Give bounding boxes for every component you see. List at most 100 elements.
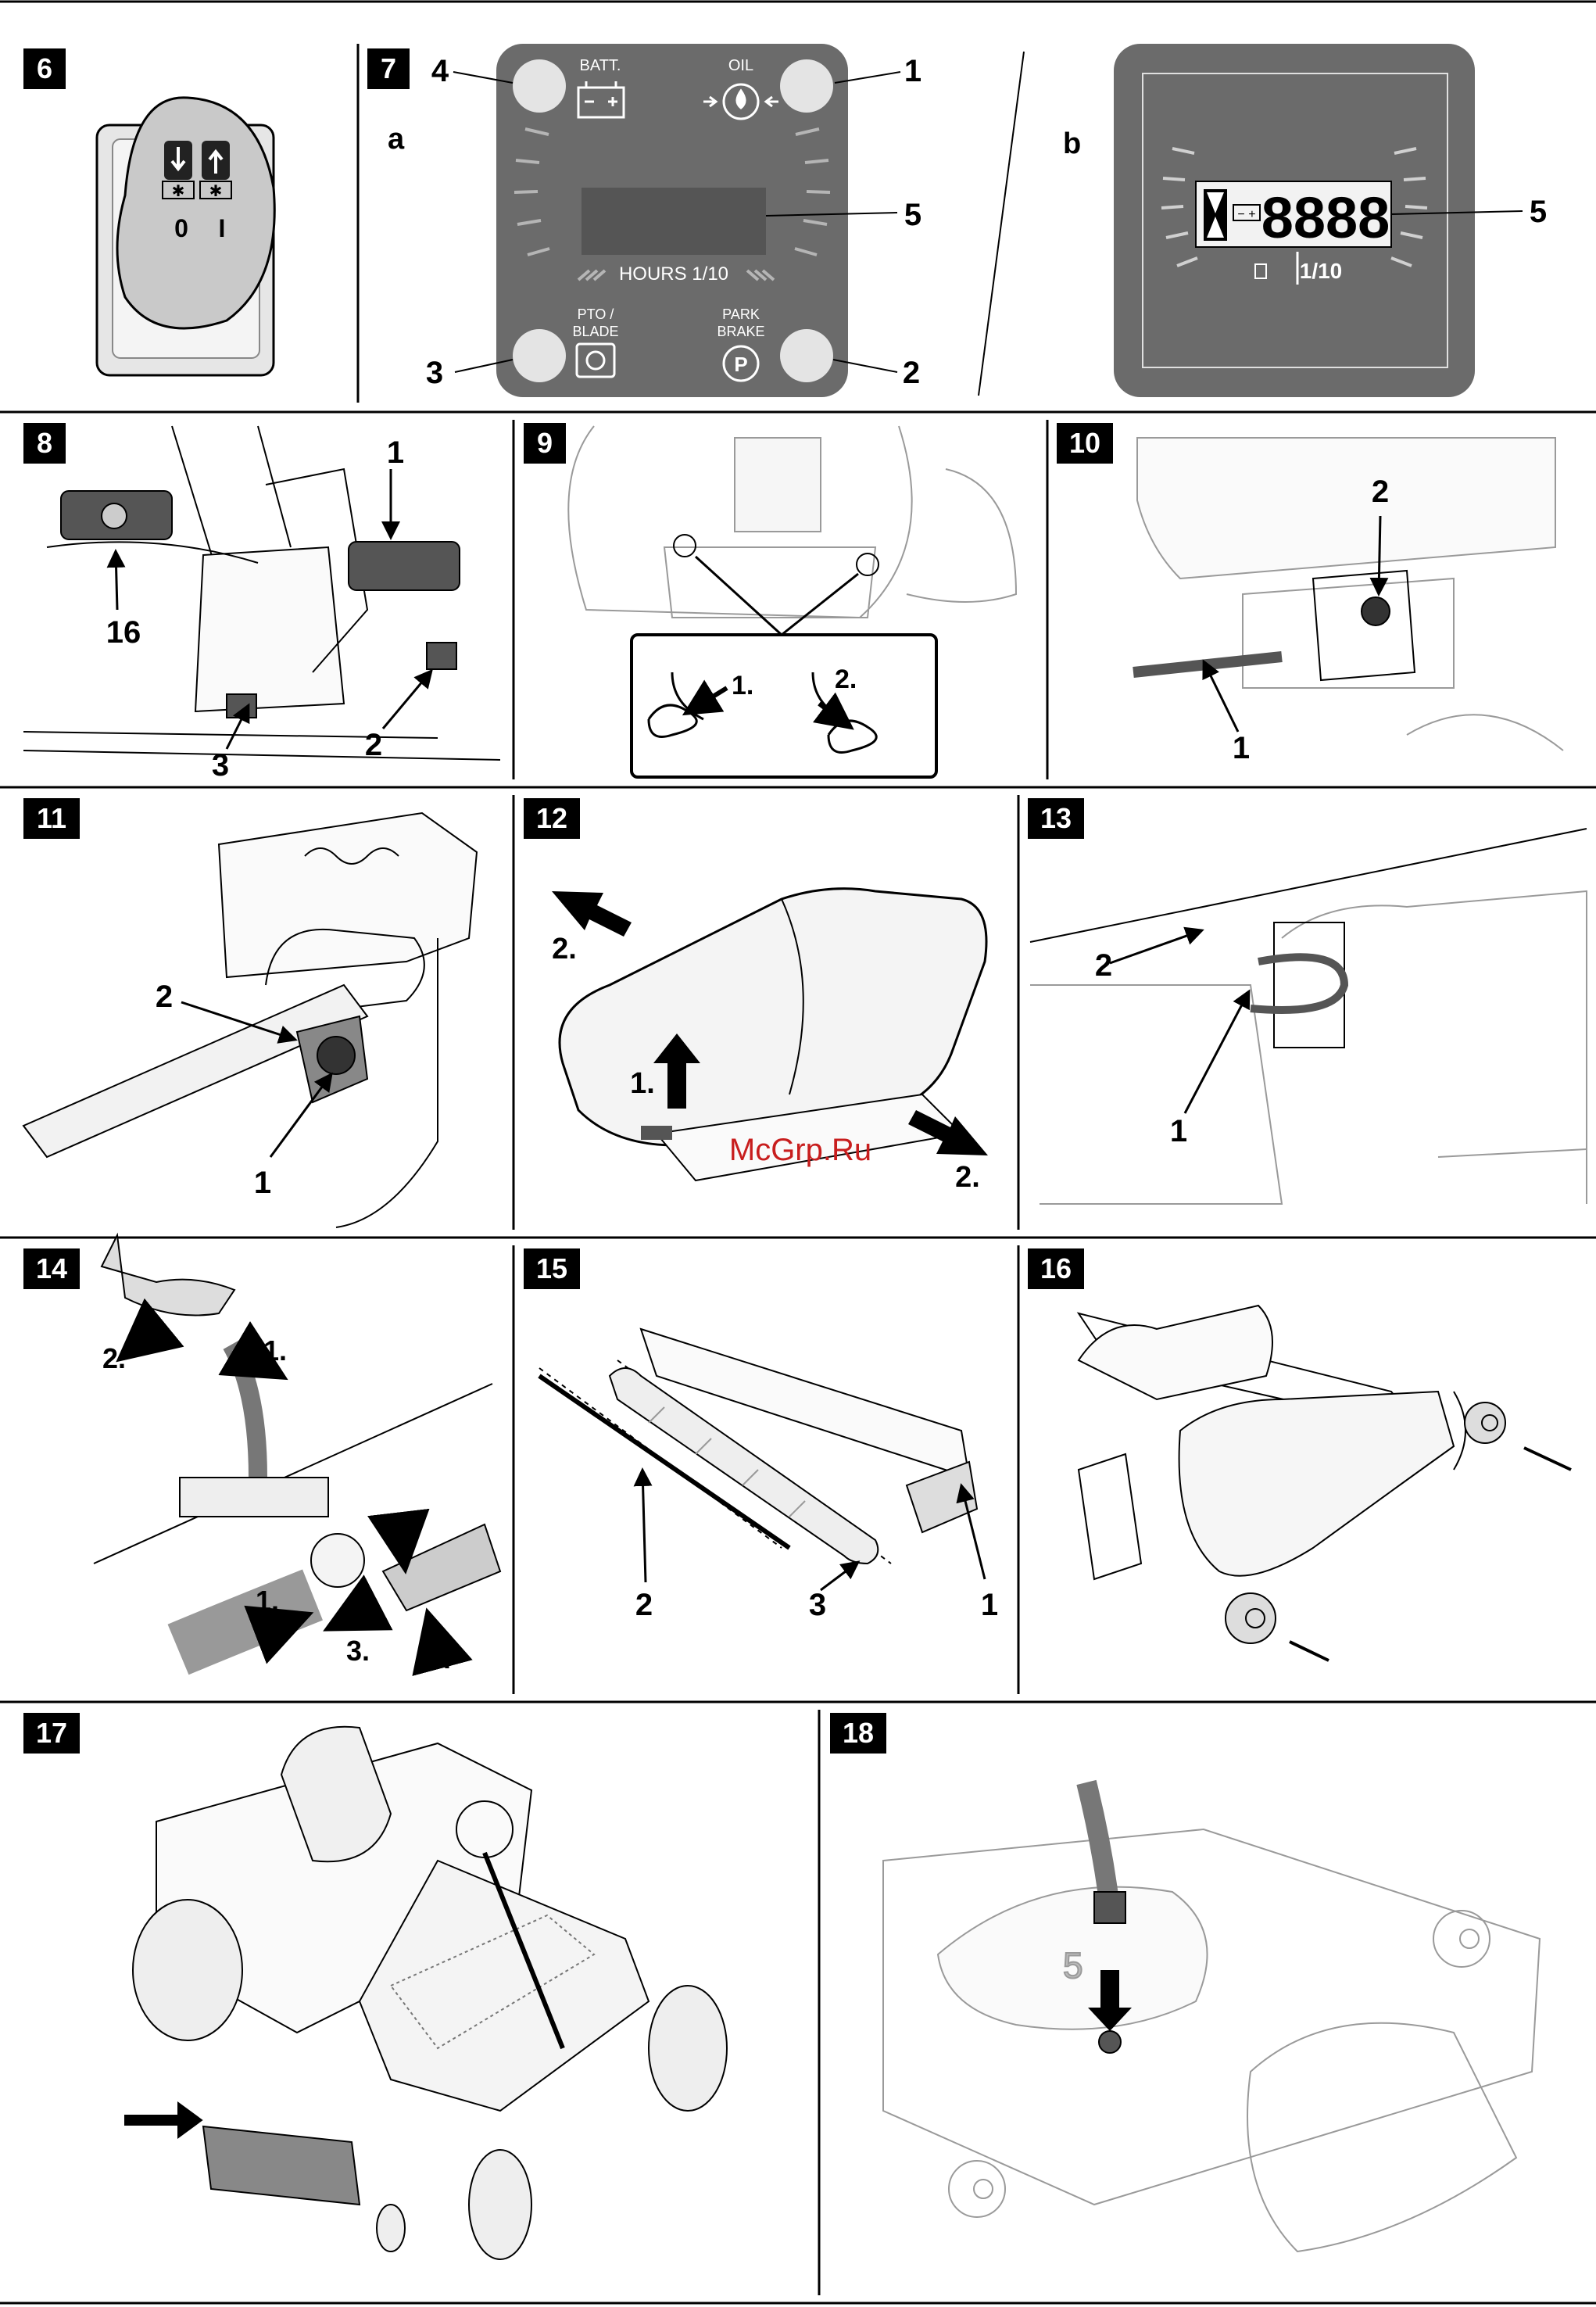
figure-7b-panel: b − + 8888 1/10 5 — [1063, 44, 1547, 397]
svg-text:9: 9 — [537, 427, 553, 459]
svg-text:2: 2 — [365, 728, 382, 762]
oil-label: OIL — [728, 57, 753, 74]
svg-text:6: 6 — [37, 52, 52, 84]
switch-on-label: I — [219, 214, 226, 242]
svg-text:1: 1 — [1233, 731, 1250, 765]
svg-text:✱: ✱ — [172, 183, 185, 200]
figure-7a-panel: a BATT. OIL HOURS 1/10 PTO / BLADE — [388, 44, 921, 397]
figure-10-illustration — [1133, 438, 1563, 750]
svg-text:18: 18 — [843, 1717, 874, 1749]
callout-2: 2 — [903, 356, 920, 390]
svg-text:2.: 2. — [428, 1642, 451, 1675]
svg-text:1.: 1. — [630, 1067, 655, 1100]
svg-text:14: 14 — [36, 1252, 67, 1284]
figure-number-12: 12 — [524, 798, 580, 839]
svg-text:1.: 1. — [256, 1585, 279, 1617]
park-label-line1: PARK — [722, 306, 760, 322]
lcd-digits: 8888 — [1261, 185, 1390, 250]
callout-3: 3 — [426, 356, 443, 390]
figure-7b-label: b — [1063, 127, 1081, 160]
figure-number-13: 13 — [1028, 798, 1084, 839]
svg-text:2.: 2. — [955, 1161, 980, 1194]
switch-off-label: 0 — [174, 214, 188, 242]
hours-label: HOURS 1/10 — [619, 263, 728, 285]
figure-14-illustration: 2. 1. 2. 1. 3. 2. — [94, 1235, 500, 1675]
callout-5b: 5 — [1530, 195, 1547, 229]
figure-16-illustration — [1079, 1306, 1571, 1660]
svg-text:10: 10 — [1069, 427, 1100, 459]
svg-text:16: 16 — [106, 615, 141, 650]
hour-meter-display — [582, 188, 766, 255]
arrow-right-icon — [125, 2103, 202, 2137]
svg-text:1: 1 — [254, 1166, 271, 1200]
pto-label-line2: BLADE — [572, 324, 618, 339]
figure-17-illustration — [125, 1727, 727, 2259]
lcd-tenth-label: 1/10 — [1300, 259, 1343, 283]
pedal-right — [349, 542, 460, 590]
rocker-switch — [117, 98, 274, 328]
figure-number-18: 18 — [830, 1713, 886, 1754]
svg-text:12: 12 — [536, 802, 567, 834]
callout-4: 4 — [431, 54, 449, 88]
svg-text:− +: − + — [1237, 208, 1255, 221]
battery-light — [513, 59, 566, 113]
figure-12-illustration: 2. 1. 2. McGrp.Ru — [552, 889, 988, 1194]
figure-number-15: 15 — [524, 1248, 580, 1289]
arrow-back-icon — [552, 891, 632, 937]
svg-text:2.: 2. — [102, 1342, 126, 1374]
figure-6-illustration: ✱ ✱ 0 I — [97, 98, 274, 375]
figure-11-illustration — [23, 813, 477, 1227]
park-brake-light — [780, 329, 833, 382]
svg-text:11: 11 — [37, 802, 66, 834]
svg-text:3.: 3. — [346, 1635, 370, 1667]
figure-8-illustration — [23, 426, 500, 760]
figure-number-8: 8 — [23, 423, 66, 464]
figure-number-14: 14 — [23, 1248, 80, 1289]
figure-7a-label: a — [388, 123, 405, 156]
svg-text:2: 2 — [156, 980, 173, 1014]
svg-text:15: 15 — [536, 1252, 567, 1284]
deck-mark: 5 — [1063, 1945, 1083, 1986]
svg-text:2: 2 — [1372, 475, 1389, 509]
hourglass-icon — [1204, 189, 1227, 241]
svg-text:2: 2 — [1095, 948, 1112, 983]
svg-text:2.: 2. — [835, 665, 857, 694]
figure-13-illustration — [1030, 829, 1587, 1204]
svg-text:2.: 2. — [552, 933, 577, 965]
figure-18-illustration: 5 — [883, 1782, 1540, 2251]
watermark: McGrp.Ru — [729, 1133, 871, 1167]
callout-5: 5 — [904, 198, 921, 232]
figure-number-16: 16 — [1028, 1248, 1084, 1289]
svg-text:1.: 1. — [263, 1334, 287, 1367]
batt-label: BATT. — [580, 57, 621, 74]
svg-text:1.: 1. — [732, 671, 753, 700]
svg-text:2: 2 — [635, 1588, 653, 1622]
figure-13-callouts: 2 1 — [1095, 930, 1249, 1148]
figure-number-10: 10 — [1057, 423, 1113, 464]
figure-9-detail: 1. 2. — [632, 557, 936, 777]
svg-text:✱: ✱ — [209, 183, 223, 200]
oil-light — [780, 59, 833, 113]
figure-number-6: 6 — [23, 48, 66, 89]
svg-text:2.: 2. — [392, 1506, 415, 1539]
figure-number-9: 9 — [524, 423, 566, 464]
svg-text:1: 1 — [981, 1588, 998, 1622]
svg-text:8: 8 — [37, 427, 52, 459]
svg-text:13: 13 — [1040, 802, 1072, 834]
svg-text:7: 7 — [381, 52, 396, 84]
svg-text:16: 16 — [1040, 1252, 1072, 1284]
svg-text:3: 3 — [212, 748, 229, 783]
pto-blade-light — [513, 329, 566, 382]
svg-text:1: 1 — [1170, 1114, 1187, 1148]
svg-text:1: 1 — [387, 435, 404, 470]
svg-text:17: 17 — [36, 1717, 67, 1749]
figure-number-7: 7 — [367, 48, 410, 89]
park-label-line2: BRAKE — [717, 324, 764, 339]
figure-9-illustration — [568, 426, 1016, 618]
pto-label-line1: PTO / — [578, 306, 614, 322]
callout-1: 1 — [904, 54, 921, 88]
svg-text:3: 3 — [809, 1588, 826, 1622]
figure-number-17: 17 — [23, 1713, 80, 1754]
svg-text:P: P — [734, 353, 747, 376]
